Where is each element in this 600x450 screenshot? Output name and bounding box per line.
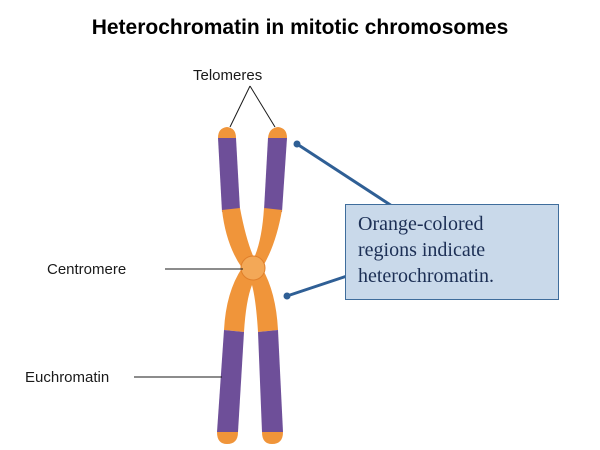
callout-pointer-upper xyxy=(296,142,393,208)
telomeres-leader-left xyxy=(229,85,251,128)
euchromatin-label: Euchromatin xyxy=(25,369,109,386)
chromatid-right-lower-purple xyxy=(258,330,283,432)
centromere-circle xyxy=(240,255,266,281)
callout-box: Orange-colored regions indicate heteroch… xyxy=(345,204,559,300)
diagram-title: Heterochromatin in mitotic chromosomes xyxy=(91,16,509,39)
chromosome xyxy=(217,127,287,444)
callout-line: Orange-colored xyxy=(358,213,484,235)
chromatid-left-lower-purple xyxy=(217,330,244,432)
telomere-cap-left xyxy=(218,127,236,138)
callout-pointer-upper-dot xyxy=(293,140,301,148)
chromatid-left-upper-purple xyxy=(218,138,240,212)
telomere-cap-left-bottom xyxy=(217,432,238,444)
chromatid-right-upper-purple xyxy=(264,138,287,212)
centromere-label: Centromere xyxy=(47,261,126,278)
telomeres-leader-right xyxy=(249,85,276,128)
telomere-cap-right-bottom xyxy=(262,432,283,444)
callout-line: regions indicate xyxy=(358,239,486,261)
callout-pointer-lower xyxy=(286,274,348,298)
callout-line: heterochromatin. xyxy=(358,265,495,287)
telomere-cap-right xyxy=(268,127,287,138)
telomeres-label: Telomeres xyxy=(193,67,262,84)
callout-pointer-lower-dot xyxy=(283,292,291,300)
